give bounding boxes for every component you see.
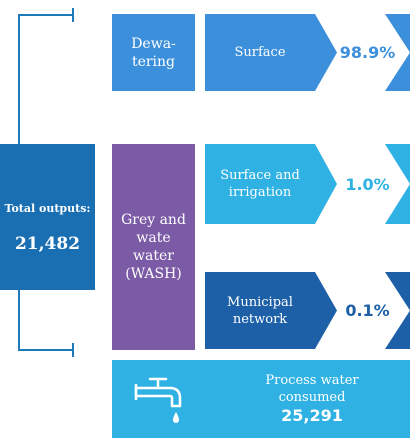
destination-surface: Surface 98.9%: [205, 14, 410, 91]
connector-tick-top: [72, 8, 74, 22]
destination-value-panel: 0.1%: [315, 272, 410, 349]
dewatering-box: Dewa- tering: [112, 14, 195, 91]
chevron-panel-shape: [315, 14, 410, 91]
connector-line-bottom: [18, 349, 74, 351]
destination-label: Municipal network: [227, 294, 293, 327]
process-water-label: Process water consumed: [265, 373, 359, 405]
destination-label: Surface: [234, 45, 286, 60]
destination-value: 98.9%: [339, 43, 396, 62]
water-tap-icon: [134, 377, 182, 423]
grey-water-box: Grey and wate water (WASH): [112, 144, 195, 350]
destination-surface-irrigation: Surface and irrigation 1.0%: [205, 144, 410, 224]
chevron-panel-shape: [315, 144, 410, 224]
destination-value-panel: 98.9%: [315, 14, 410, 91]
process-water-box: Process water consumed 25,291: [112, 360, 410, 438]
connector-line-top: [18, 14, 74, 16]
destination-value: 0.1%: [345, 301, 390, 320]
process-water-value: 25,291: [281, 406, 343, 425]
connector-tick-bottom: [72, 343, 74, 357]
destination-value: 1.0%: [345, 174, 390, 194]
destination-label: Surface and irrigation: [220, 168, 300, 200]
destination-value-panel: 1.0%: [315, 144, 410, 224]
total-outputs-label: Total outputs:: [4, 202, 91, 215]
total-outputs-box: Total outputs: 21,482: [0, 144, 95, 290]
total-outputs-value: 21,482: [14, 234, 81, 254]
destination-municipal: Municipal network 0.1%: [205, 272, 410, 349]
grey-water-label: Grey and wate water (WASH): [121, 212, 186, 282]
chevron-panel-shape: [315, 272, 410, 349]
dewatering-label: Dewa- tering: [131, 35, 176, 70]
